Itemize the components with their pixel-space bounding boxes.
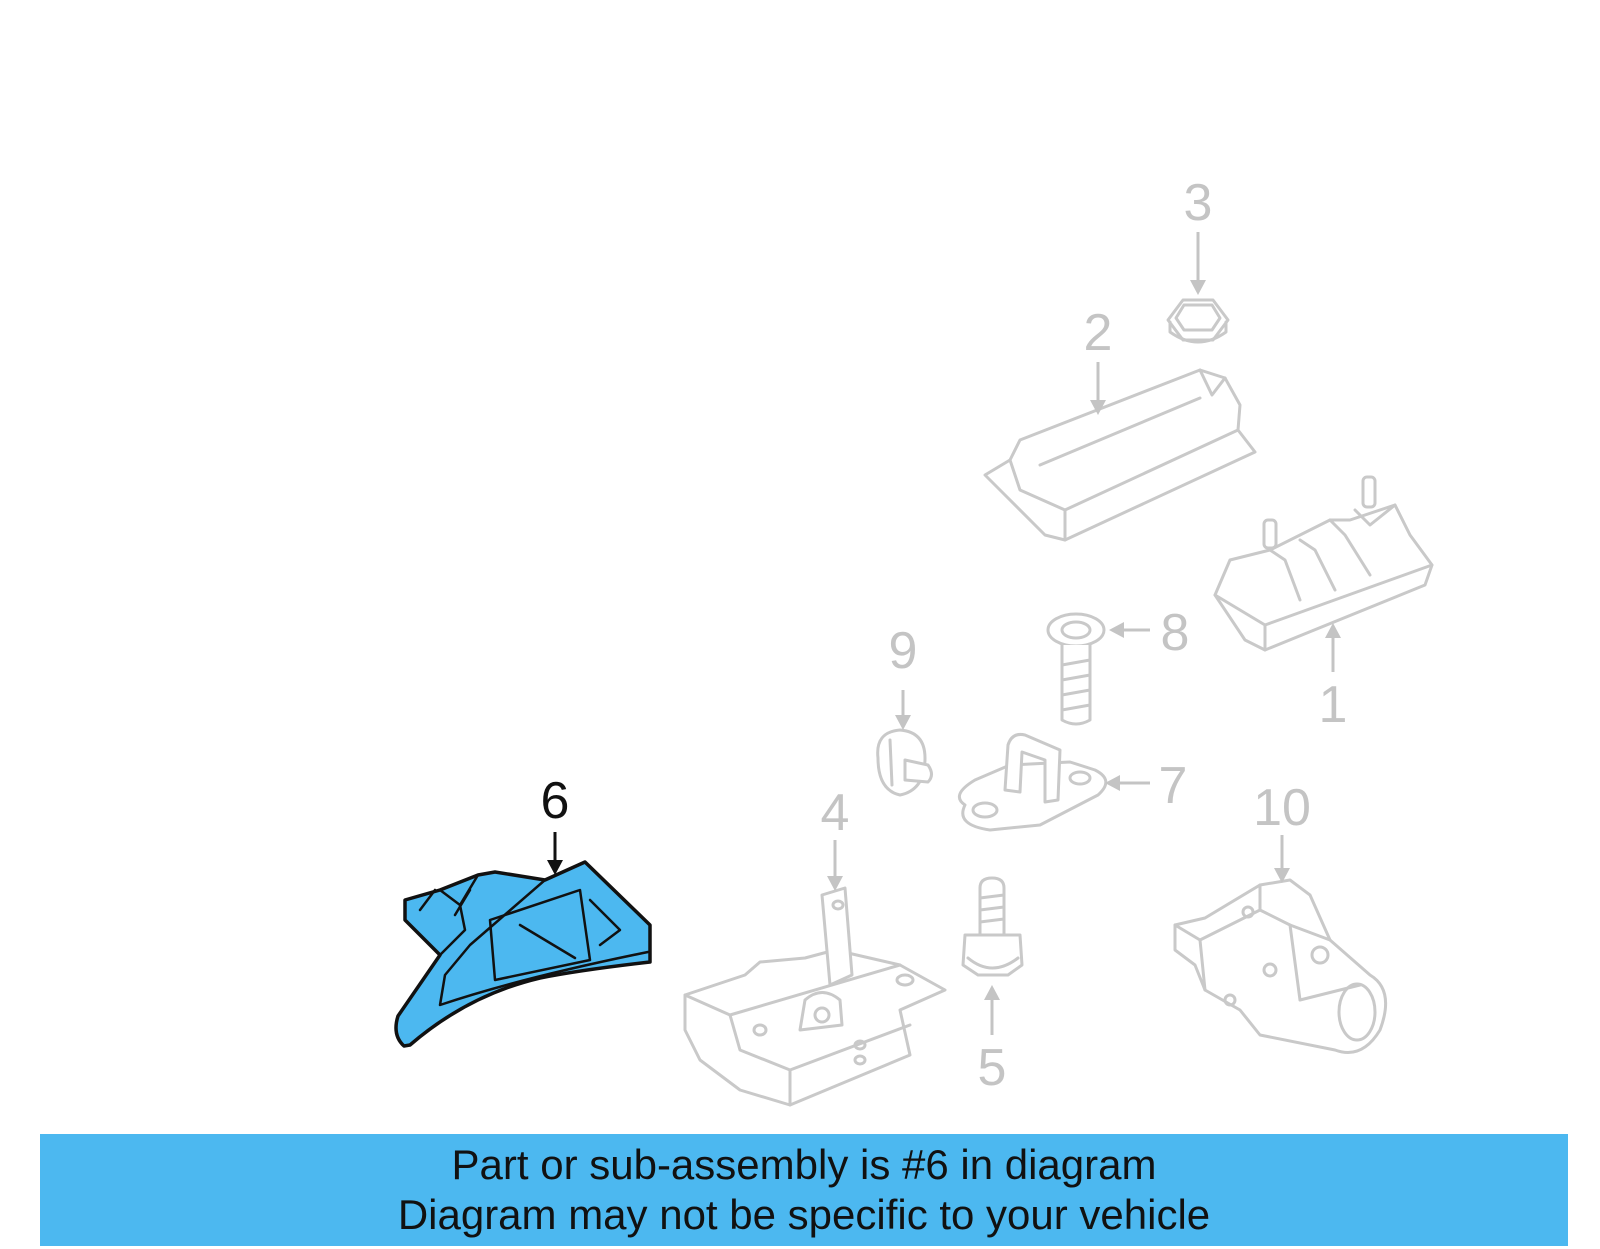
- callout-10-arrow: [1274, 835, 1290, 883]
- callout-1-arrow: [1325, 623, 1341, 672]
- part-5-bolt: [961, 876, 1024, 977]
- part-10-camera: [1173, 878, 1388, 1054]
- part-8-screw: [1046, 612, 1106, 726]
- banner-line-2: Diagram may not be specific to your vehi…: [397, 1191, 1211, 1238]
- callout-7-arrow: [1105, 775, 1150, 791]
- callout-4: 4: [821, 784, 850, 842]
- callout-6-arrow: [547, 832, 563, 875]
- callout-10: 10: [1253, 779, 1311, 837]
- part-1-switch: [1213, 475, 1434, 652]
- callout-5-arrow: [984, 985, 1000, 1035]
- callout-7: 7: [1159, 757, 1188, 815]
- callout-5: 5: [978, 1039, 1007, 1097]
- callout-6: 6: [541, 772, 570, 830]
- callout-8: 8: [1161, 604, 1190, 662]
- part-9-clip: [876, 728, 933, 797]
- callout-2-arrow: [1090, 362, 1106, 415]
- info-banner: Part or sub-assembly is #6 in diagram Di…: [40, 1134, 1568, 1246]
- callout-8-arrow: [1109, 622, 1150, 638]
- callout-9: 9: [889, 622, 918, 680]
- callout-1: 1: [1319, 676, 1348, 734]
- callout-3: 3: [1184, 174, 1213, 232]
- callout-9-arrow: [895, 690, 911, 730]
- callout-3-arrow: [1190, 232, 1206, 295]
- part-7-striker: [957, 733, 1108, 832]
- part-2-housing: [983, 368, 1257, 542]
- callout-4-arrow: [827, 840, 843, 891]
- banner-line-1: Part or sub-assembly is #6 in diagram: [451, 1141, 1157, 1188]
- callout-2: 2: [1084, 304, 1113, 362]
- part-4-latch: [683, 886, 947, 1107]
- part-6-bracket: [394, 860, 652, 1048]
- part-3-nut: [1166, 298, 1230, 344]
